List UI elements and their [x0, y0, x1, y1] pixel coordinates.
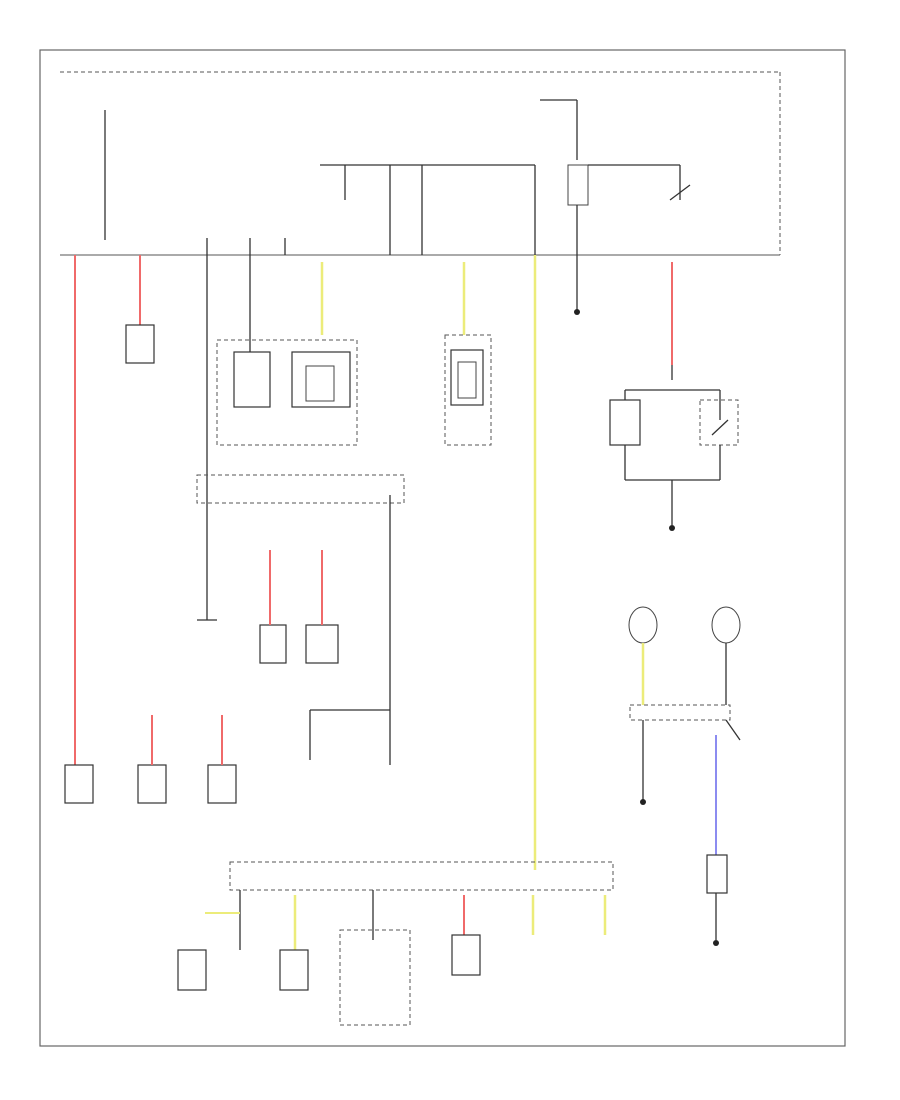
relay-2	[291, 351, 351, 408]
fuse-box-outline	[60, 71, 781, 256]
bottom-bus	[205, 861, 614, 1026]
diagram-frame	[39, 49, 846, 1047]
relay-1	[233, 351, 271, 408]
right-upper-subsystem	[609, 365, 739, 531]
component-4	[64, 764, 94, 804]
component-5	[137, 764, 167, 804]
relay-3-outline	[444, 334, 492, 446]
component-1	[125, 324, 155, 364]
relay-group	[216, 339, 358, 446]
right-lower-subsystem	[628, 606, 741, 946]
power-lines	[74, 255, 673, 870]
component-7	[177, 949, 207, 991]
component-3	[305, 624, 339, 664]
component-2	[259, 624, 287, 664]
ground-bus	[196, 474, 405, 765]
component-8	[279, 949, 309, 991]
relay-3	[450, 349, 484, 406]
component-9	[451, 934, 481, 976]
fuse-taps	[104, 99, 691, 255]
component-6	[207, 764, 237, 804]
